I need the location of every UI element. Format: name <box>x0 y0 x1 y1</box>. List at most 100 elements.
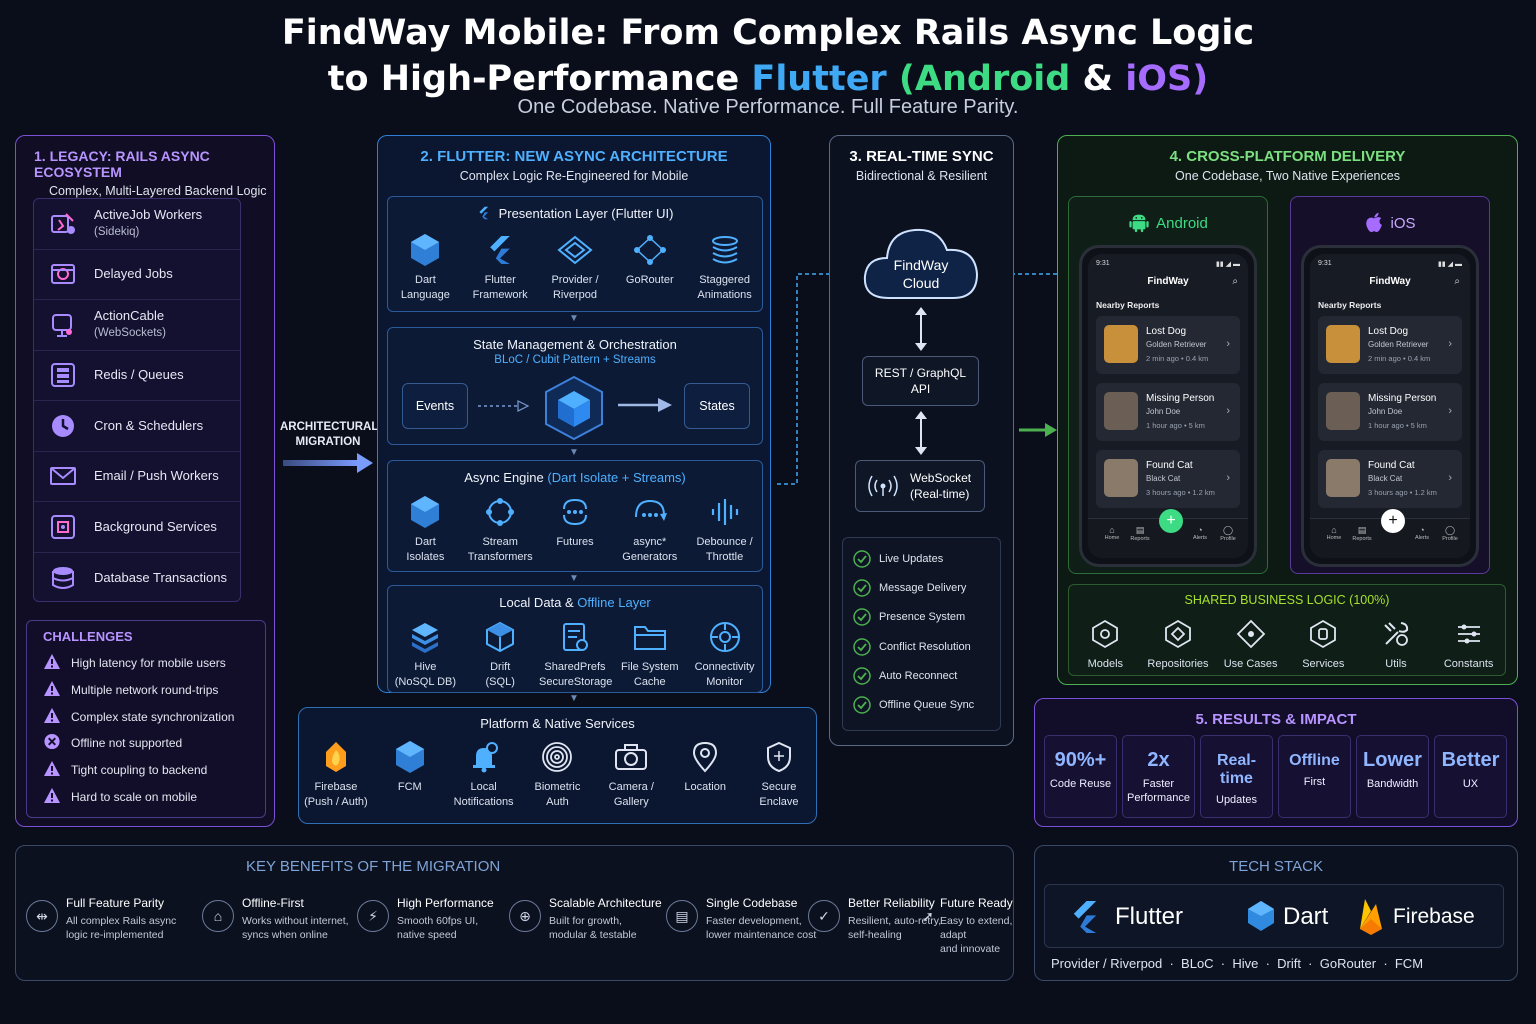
sync-feature-label: Presence System <box>879 611 966 624</box>
nav-item[interactable]: ◔Alerts <box>1410 525 1434 541</box>
futures-icon <box>539 493 611 531</box>
report-name: Missing Person <box>1146 393 1215 404</box>
performance-icon: ⚡ <box>357 900 389 932</box>
nav-icon: ◔ <box>1197 525 1203 535</box>
android-icon <box>1129 214 1149 233</box>
flutter-framework-label-1: Flutter <box>484 274 516 286</box>
challenge-text: Hard to scale on mobile <box>71 789 198 804</box>
hive-icon <box>389 618 461 656</box>
status-icons: ▮▮ ◢ ▬ <box>1438 261 1462 268</box>
benefit-desc: Resilient, auto-retry,self-healing <box>848 914 941 942</box>
utils-icon <box>1362 615 1430 653</box>
nav-item[interactable]: ◯Profile <box>1216 525 1240 542</box>
nav-item[interactable]: ⌂Home <box>1100 525 1124 541</box>
firebase-label-1: Firebase <box>314 781 358 793</box>
nav-item[interactable]: ⌂Home <box>1322 525 1346 541</box>
benefit-desc: Works without internet,syncs when online <box>242 914 349 942</box>
nav-item[interactable]: ◯Profile <box>1438 525 1462 542</box>
shared-item: Services <box>1289 615 1357 672</box>
bidirectional-arrow-icon <box>915 307 927 351</box>
chevron-right-icon: › <box>1226 405 1230 417</box>
result-caption: Bandwidth <box>1357 777 1428 791</box>
report-meta: 2 min ago • 0.4 km <box>1146 354 1209 363</box>
result-value: 90%+ <box>1054 749 1107 771</box>
dart-language-icon <box>389 231 461 269</box>
app-title: FindWay <box>1147 276 1189 287</box>
codebase-icon: ▤ <box>666 900 698 932</box>
tech-libs: Provider / Riverpod · BLoC · Hive · Drif… <box>1051 956 1424 971</box>
sync-feature: Offline Queue Sync <box>843 690 1000 719</box>
legacy-item-label: ActionCable <box>94 308 165 324</box>
search-icon[interactable]: ⌕ <box>1454 276 1460 287</box>
flutter-logo-icon <box>1073 901 1097 933</box>
sync-feature-label: Live Updates <box>879 552 944 565</box>
report-sub: Black Cat <box>1146 474 1181 483</box>
report-name: Lost Dog <box>1368 326 1409 337</box>
legacy-item: Background Services <box>34 502 240 553</box>
nav-item[interactable]: ▤Reports <box>1128 525 1152 542</box>
nav-label: Home <box>1326 535 1342 541</box>
report-sub: Golden Retriever <box>1368 340 1429 349</box>
migration-line-1: ARCHITECTURAL <box>280 421 379 433</box>
fingerprint-icon <box>521 738 593 776</box>
states-arrow-icon <box>618 398 672 412</box>
websocket-box: WebSocket(Real-time) <box>855 460 985 512</box>
animations-label-2: Animations <box>697 289 752 301</box>
sync-feature-label: Offline Queue Sync <box>879 699 975 712</box>
futures-item: Futures <box>539 493 611 565</box>
camera-item: Camera /Gallery <box>595 738 667 810</box>
sync-feature-label: Auto Reconnect <box>879 669 958 682</box>
queue-icon <box>48 360 78 390</box>
animations-label-1: Staggered <box>699 274 750 286</box>
nav-item[interactable]: ▤Reports <box>1350 525 1374 542</box>
add-report-button[interactable]: + <box>1159 509 1183 533</box>
add-report-button[interactable]: + <box>1381 509 1405 533</box>
fingerprint-label-2: Auth <box>546 796 569 808</box>
legacy-item-label: Background Services <box>94 518 217 534</box>
reliability-icon: ✓ <box>808 900 840 932</box>
background-service-icon <box>48 512 78 542</box>
benefit-desc: Faster development,lower maintenance cos… <box>706 914 816 942</box>
benefit-desc: Built for growth,modular & testable <box>549 914 637 942</box>
shared-label: Repositories <box>1147 658 1209 670</box>
report-meta: 1 hour ago • 5 km <box>1368 421 1427 430</box>
benefit-desc-line: and innovate <box>940 943 1001 955</box>
legacy-item-sub: (Sidekiq) <box>94 226 140 239</box>
challenge-item: Complex state synchronization <box>27 703 265 730</box>
page-title: FindWay Mobile: From Complex Rails Async… <box>0 10 1536 102</box>
drift-label-2: (SQL) <box>485 676 515 688</box>
search-icon[interactable]: ⌕ <box>1232 276 1238 287</box>
legacy-item: Cron & Schedulers <box>34 401 240 452</box>
benefit-desc-line: modular & testable <box>549 929 637 941</box>
legacy-item-text: Redis / Queues <box>94 367 184 383</box>
legacy-item-sub: (WebSockets) <box>94 327 167 340</box>
result-caption: UX <box>1435 777 1506 791</box>
states-box: States <box>684 383 750 429</box>
nav-item[interactable]: ◔Alerts <box>1188 525 1212 541</box>
offline-icon: ⌂ <box>202 900 234 932</box>
title-ios: iOS <box>1125 59 1193 99</box>
benefit-desc-line: All complex Rails async <box>66 915 177 927</box>
challenges-box: CHALLENGES High latency for mobile users… <box>26 620 266 818</box>
dart-isolates-label-2: Isolates <box>406 551 445 563</box>
provider-icon <box>539 231 611 269</box>
legacy-item-text: Email / Push Workers <box>94 468 219 484</box>
api-label-2: API <box>910 382 931 396</box>
challenge-text: High latency for mobile users <box>71 656 226 671</box>
legacy-item: Email / Push Workers <box>34 452 240 502</box>
